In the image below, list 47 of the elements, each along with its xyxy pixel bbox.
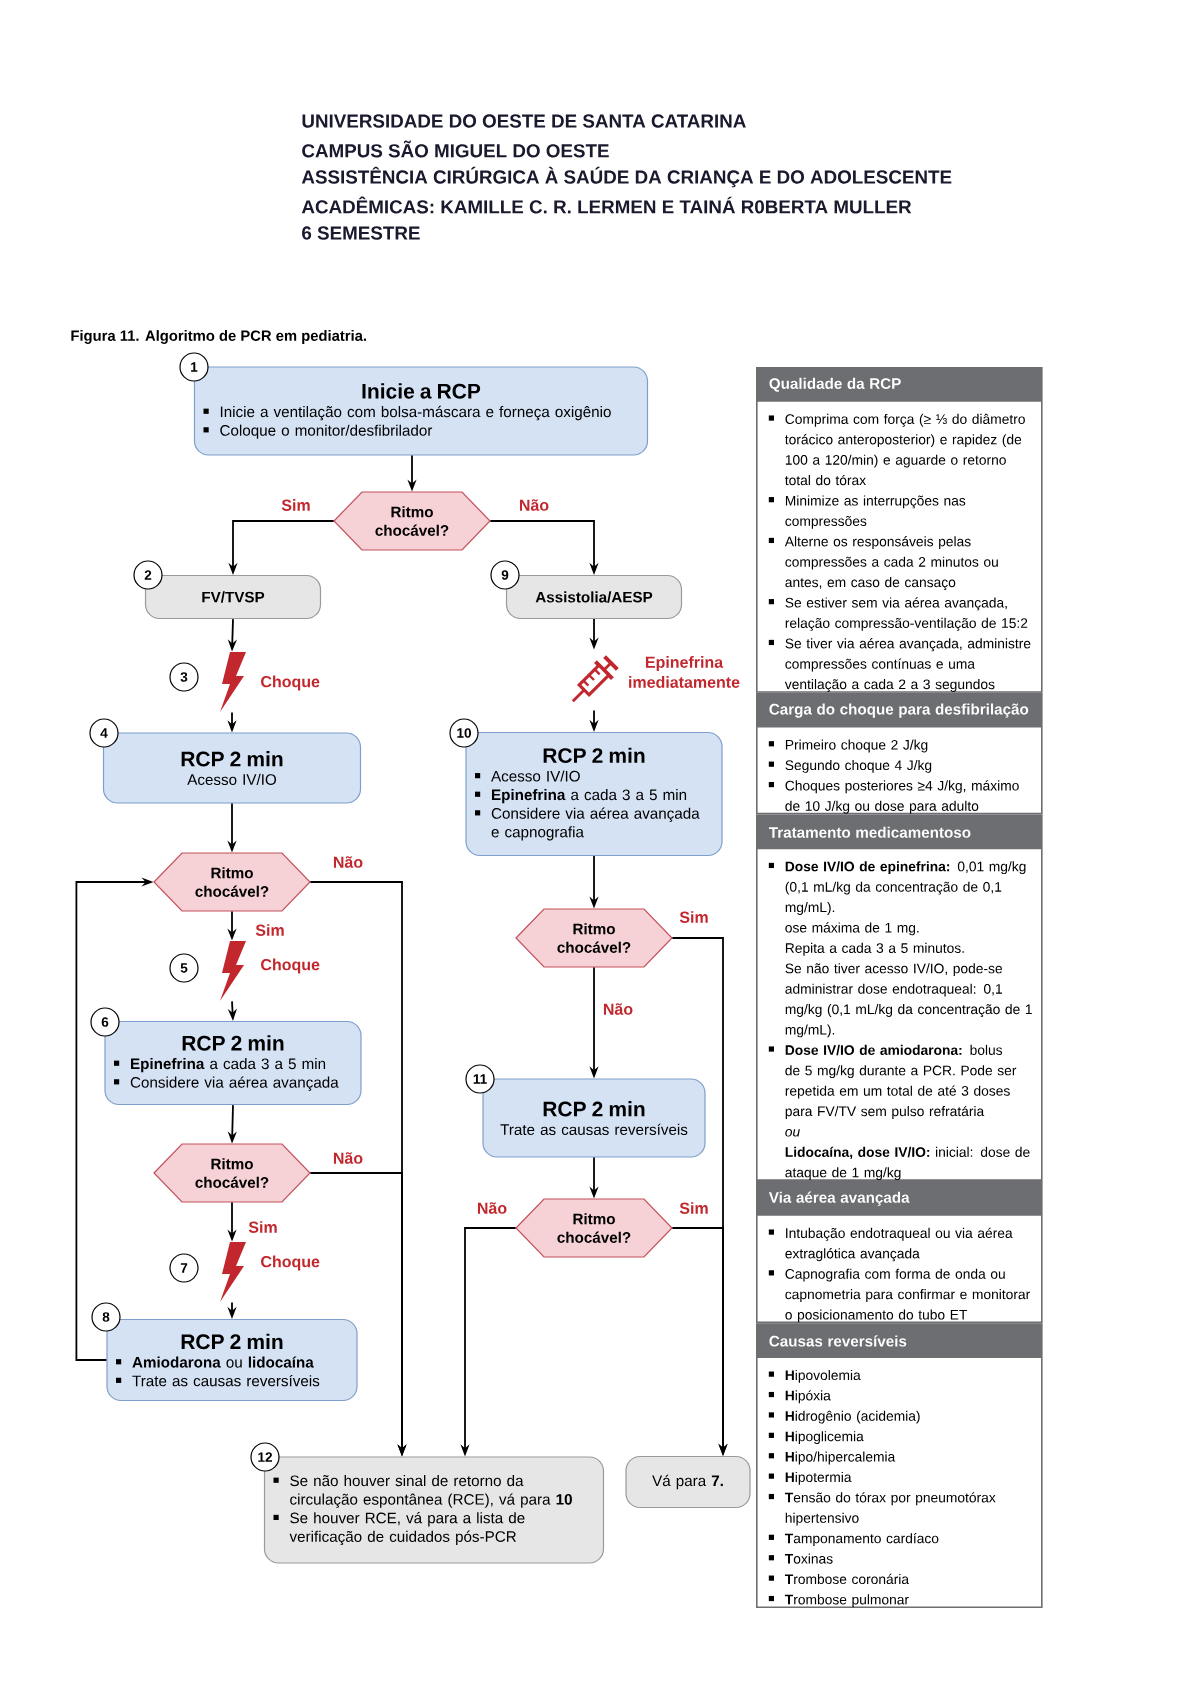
lightning-icon bbox=[220, 941, 246, 1001]
info-panel: Carga do choque para desfibrilação Primeiro choque 2 J/kg Segundo choque 4 J/kg Choques posteriores ≥4 J/kg, máximo de 10 J/kg ou dose para adulto bbox=[756, 692, 1043, 815]
step-number: 9 bbox=[490, 560, 520, 590]
info-panel: Via aérea avançada Intubação endotraqueal ou via aérea extraglótica avançada Capnografia com forma de onda ou capnometria para confirmar e monitorar o posicionamento do tubo ET bbox=[756, 1180, 1043, 1324]
terminal-box: Vá para 7. bbox=[625, 1455, 751, 1509]
edge-label: Sim bbox=[278, 496, 314, 514]
syringe-icon bbox=[571, 655, 619, 703]
step-number: 7 bbox=[169, 1253, 199, 1283]
header-text: 6 SEMESTRE bbox=[302, 226, 420, 240]
step-label: Choque bbox=[261, 1255, 320, 1271]
header-text: CAMPUS SÃO MIGUEL DO OESTE bbox=[302, 140, 609, 158]
step-label: Choque bbox=[261, 958, 320, 974]
info-panel: Causas reversíveis Hipovolemia Hipóxia Hidrogênio (acidemia) Hipoglicemia Hipo/hipercalemia Hipotermia Tensão do tórax por pneumotórax hipertensivo Tamponamento cardíaco Toxinas Trombose coronária Trombose pulmonar bbox=[756, 1323, 1043, 1608]
step-number: 4 bbox=[89, 718, 119, 748]
decision-hexagon: Ritmo chocável? bbox=[153, 852, 311, 912]
edge-label: Sim bbox=[245, 1218, 281, 1236]
step-label: Epinefrina imediatamente bbox=[629, 656, 740, 688]
info-panel: Qualidade da RCP Comprima com força (≥ ⅓ do diâmetro torácico anteroposterior) e rapidez (de 100 a 120/min) e aguarde o retorno total do tórax Minimize as interrupções nas compressões Alterne os responsáveis pelas compressões a cada 2 minutos ou antes, em caso de cansaço Se estiver sem via aérea avançada, relação compressão-ventilação de 15:2 Se tiver via aérea avançada, administre compressões contínuas e uma ventilação a cada 2 a 3 segundos bbox=[756, 367, 1043, 693]
step-number: 3 bbox=[169, 662, 199, 692]
step-number: 12 bbox=[250, 1442, 280, 1472]
edge-label: Não bbox=[515, 496, 553, 514]
step-number: 5 bbox=[169, 953, 199, 983]
step-number: 8 bbox=[91, 1302, 121, 1332]
edge-label: Sim bbox=[676, 1199, 712, 1217]
header-text: UNIVERSIDADE DO OESTE DE SANTA CATARINA bbox=[302, 114, 746, 128]
step-number: 6 bbox=[90, 1007, 120, 1037]
edge-label: Não bbox=[329, 853, 367, 871]
figure-title: Figura 11. Algoritmo de PCR em pediatria. bbox=[71, 330, 366, 344]
edge-label: Não bbox=[473, 1199, 511, 1217]
lightning-icon bbox=[220, 1242, 246, 1302]
header-text: ASSISTÊNCIA CIRÚRGICA À SAÚDE DA CRIANÇA E DO ADOLESCENTE bbox=[301, 166, 952, 188]
edge-label: Sim bbox=[676, 908, 712, 926]
edge-label: Não bbox=[329, 1149, 367, 1167]
decision-hexagon: Ritmo chocável? bbox=[333, 491, 491, 551]
step-number: 11 bbox=[465, 1064, 495, 1094]
step-number: 10 bbox=[449, 718, 479, 748]
step-label: Choque bbox=[261, 675, 320, 691]
decision-hexagon: Ritmo chocável? bbox=[515, 1198, 673, 1258]
step-number: 2 bbox=[133, 560, 163, 590]
decision-hexagon: Ritmo chocável? bbox=[153, 1143, 311, 1203]
step-number: 1 bbox=[179, 352, 209, 382]
lightning-icon bbox=[220, 652, 246, 712]
decision-hexagon: Ritmo chocável? bbox=[515, 908, 673, 968]
edge-label: Sim bbox=[252, 921, 288, 939]
header-text: ACADÊMICAS: KAMILLE C. R. LERMEN E TAINÁ R0BERTA MULLER bbox=[301, 196, 912, 214]
info-panel: Tratamento medicamentoso Dose IV/IO de epinefrina: 0,01 mg/kg (0,1 mL/kg da concentração de 0,1 mg/mL). ose máxima de 1 mg. Repita a cada 3 a 5 minutos. Se não tiver acesso IV/IO, pode-se administrar dose endotraqueal: 0,1 mg/kg (0,1 mL/kg da concentração de 1 mg/mL). Dose IV/IO de amiodarona: bolus de 5 mg/kg durante a PCR. Pode ser repetida em um total de até 3 doses para FV/TV sem pulso refratária ou Lidocaína, dose IV/IO: inicial: dose de ataque de 1 mg/kg bbox=[756, 814, 1043, 1181]
edge-label: Não bbox=[599, 1000, 637, 1018]
